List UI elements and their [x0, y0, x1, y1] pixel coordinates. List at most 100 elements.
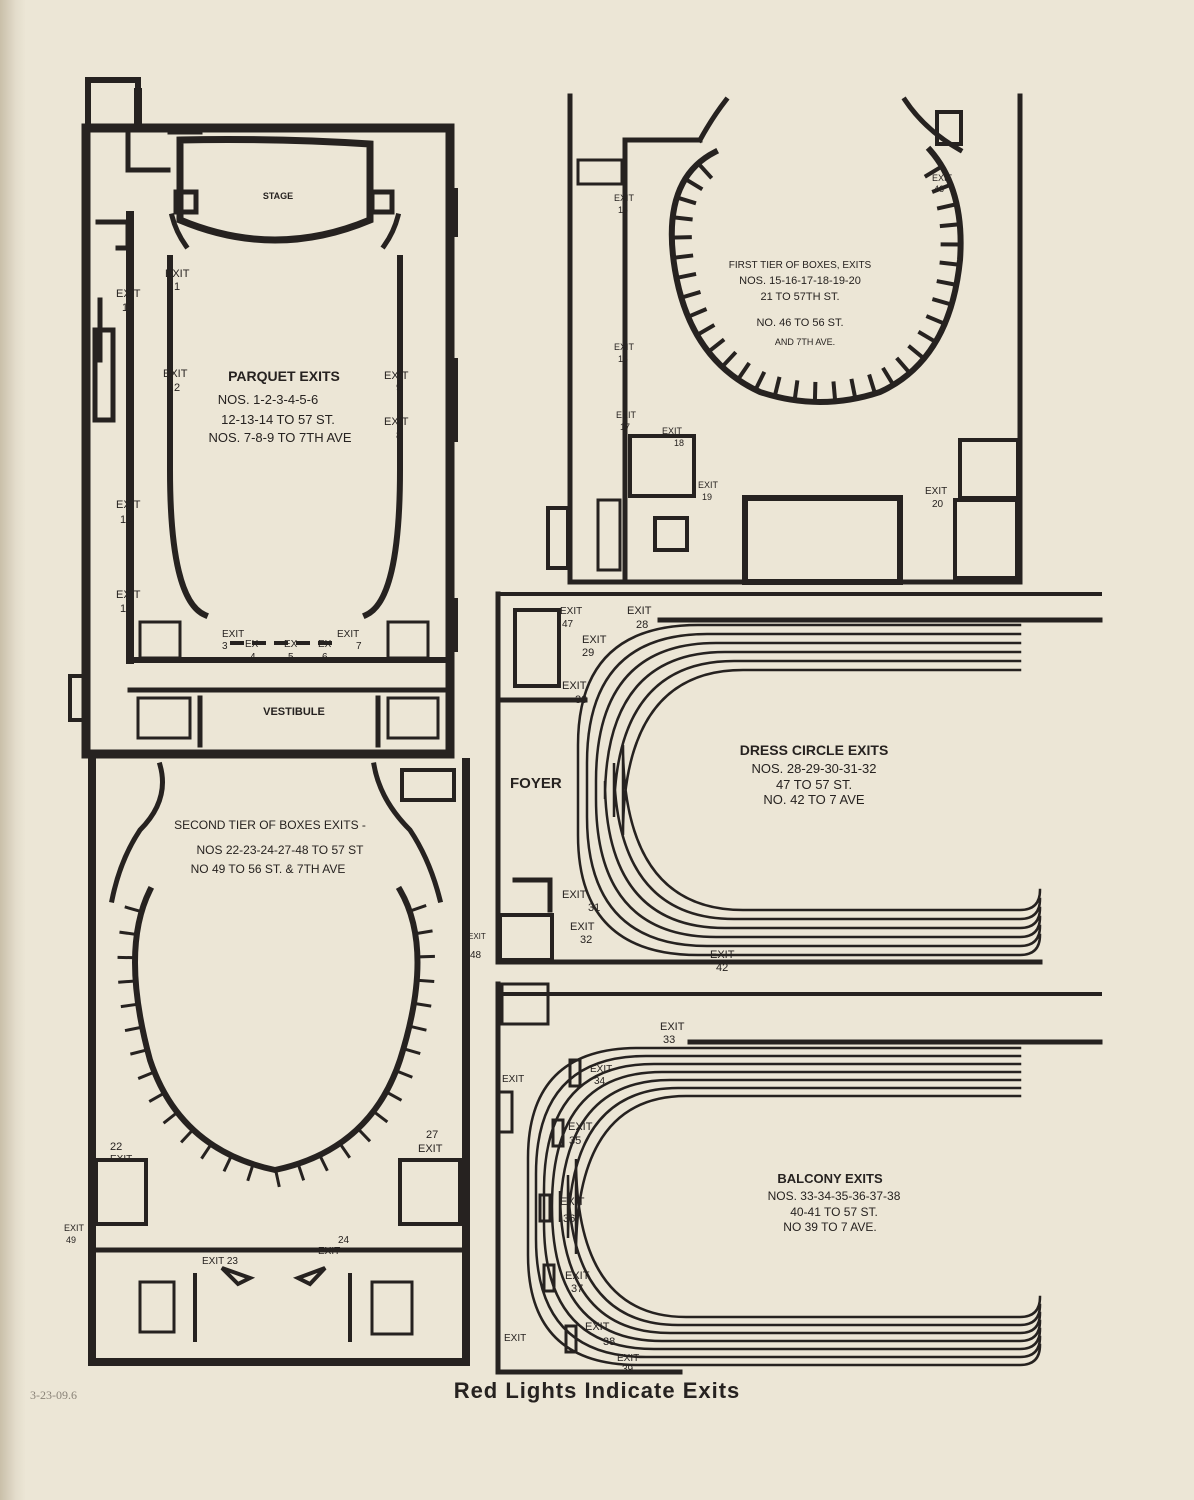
second-tier-box-divider [162, 1110, 180, 1125]
dress-circle-seat-row [603, 650, 1042, 930]
second-tier-line2: NO 49 TO 56 ST. & 7TH AVE [191, 862, 346, 876]
first-tier-box-divider [694, 323, 716, 338]
balcony-seat-row [542, 1062, 1042, 1351]
second-tier-box-divider [273, 1168, 281, 1188]
exit-8-number: 8 [396, 430, 402, 442]
second-tier-line1: NOS 22-23-24-27-48 TO 57 ST [197, 843, 365, 857]
first-tier-line1: NOS. 15-16-17-18-19-20 [739, 275, 861, 287]
exit-39-label: EXIT [617, 1353, 639, 1364]
first-tier-box-divider [735, 361, 751, 383]
first-tier-box-divider [849, 378, 858, 401]
exit-34-label: EXIT [590, 1064, 612, 1075]
second-tier-box-divider [394, 1068, 413, 1079]
first-tier-box-divider [719, 350, 738, 370]
balcony-exit-door [542, 1263, 556, 1293]
first-tier-title: FIRST TIER OF BOXES, EXITS [729, 260, 872, 271]
exit-15-label: EXIT [614, 193, 635, 203]
balcony-line3: NO 39 TO 7 AVE. [783, 1220, 876, 1234]
exit-35-label: EXIT [568, 1121, 593, 1133]
first-tier-box-divider [752, 371, 767, 393]
second-tier-box-divider [222, 1153, 234, 1173]
exit-18-label: EXIT [662, 426, 683, 436]
exit-29-number: 29 [582, 647, 594, 659]
first-tier-box-divider [670, 215, 693, 222]
dress-circle-line3: NO. 42 TO 7 AVE [763, 792, 864, 807]
parquet-exits-line3: NOS. 7-8-9 TO 7TH AVE [208, 430, 351, 445]
dress-circle-seat-row [576, 623, 1042, 957]
exit-left-top-label: EXIT [502, 1074, 524, 1085]
dress-circle-seat-row [612, 659, 1042, 921]
dress-circle-line1: NOS. 28-29-30-31-32 [751, 761, 876, 776]
exit-19-number: 19 [702, 492, 712, 502]
first-tier-line4: AND 7TH AVE. [775, 337, 835, 347]
first-tier-box-divider [939, 260, 962, 268]
second-tier-box-divider [296, 1161, 306, 1181]
exit-27-label: EXIT [418, 1143, 443, 1155]
second-tier-box-divider [120, 1002, 140, 1009]
balcony-seat-row [574, 1094, 1042, 1319]
second-tier-box-divider [124, 905, 144, 914]
exit-37-label: EXIT [565, 1270, 590, 1282]
first-tier-box-divider [936, 279, 959, 288]
dress-circle-seat-row [594, 641, 1042, 939]
exit-22-number: 22 [110, 1141, 122, 1153]
exit-5-label: EX [284, 639, 298, 650]
second-tier-box-divider [246, 1162, 255, 1182]
exit-49-number: 49 [66, 1235, 76, 1245]
first-tier-box-divider [939, 222, 962, 229]
exit-7-number: 7 [356, 641, 362, 652]
second-tier-box-divider [148, 1090, 167, 1103]
exit-3-label: EXIT [222, 629, 244, 640]
second-tier-box-divider [337, 1141, 351, 1159]
balcony-line1: NOS. 33-34-35-36-37-38 [768, 1189, 901, 1203]
exit-4-label: EX [245, 639, 259, 650]
balcony-seat-row [534, 1054, 1042, 1359]
exit-35-number: 35 [569, 1135, 581, 1147]
exit-31-number: 31 [588, 902, 600, 914]
first-tier-box-divider [881, 366, 897, 388]
exit-6-label: EX [318, 639, 332, 650]
dress-circle-title: DRESS CIRCLE EXITS [740, 742, 889, 758]
first-tier-box-divider [674, 271, 697, 281]
first-tier-box-divider [936, 201, 960, 211]
first-tier-box-divider [685, 307, 708, 320]
exit-47-number: 47 [562, 619, 574, 630]
exit-30-number: 30 [575, 694, 587, 706]
exit-24-number: 24 [338, 1235, 350, 1246]
second-tier-box-divider [118, 979, 138, 984]
balcony-exit-door [564, 1324, 578, 1354]
first-tier-box-divider [925, 314, 948, 327]
second-tier-title: SECOND TIER OF BOXES EXITS - [174, 818, 366, 832]
second-tier-box-divider [180, 1127, 196, 1144]
dress-circle-seat-row [621, 668, 1042, 912]
second-tier-box-divider [384, 1089, 403, 1102]
exit-9-number: 9 [396, 382, 402, 394]
dress-circle-seat-row [585, 632, 1042, 948]
second-tier-box-divider [124, 1025, 144, 1033]
exit-5-number: 5 [288, 652, 294, 663]
exit-13-label: EXIT [116, 499, 141, 511]
exit-36-label: EXIT [560, 1196, 585, 1208]
balcony-exit-door [538, 1193, 552, 1223]
balcony-title: BALCONY EXITS [777, 1171, 883, 1186]
exit-36-number: 36 [563, 1213, 575, 1225]
exit-34-number: 34 [594, 1076, 606, 1087]
exit-28-label: EXIT [627, 605, 652, 617]
exit-27-number: 27 [426, 1129, 438, 1141]
first-tier-line2: 21 TO 57TH ST. [760, 291, 839, 303]
balcony-seat-row [550, 1070, 1042, 1343]
exit-14-label: EXIT [116, 589, 141, 601]
exit-33-number: 33 [663, 1034, 675, 1046]
exit-9-label: EXIT [384, 370, 409, 382]
first-tier-box-divider [678, 289, 702, 301]
exit-15-number: 15 [618, 205, 628, 215]
exit-16-number: 16 [618, 354, 628, 364]
exit-17-label: EXIT [616, 410, 637, 420]
exit-1-label: EXIT [165, 268, 190, 280]
exit-39-number: 39 [622, 1364, 634, 1375]
exit-6-number: 6 [322, 652, 328, 663]
second-tier-box-divider [401, 1046, 421, 1056]
dress-circle-line2: 47 TO 57 ST. [776, 777, 852, 792]
second-tier-box-divider [119, 930, 139, 937]
exit-31-label: EXIT [562, 889, 587, 901]
